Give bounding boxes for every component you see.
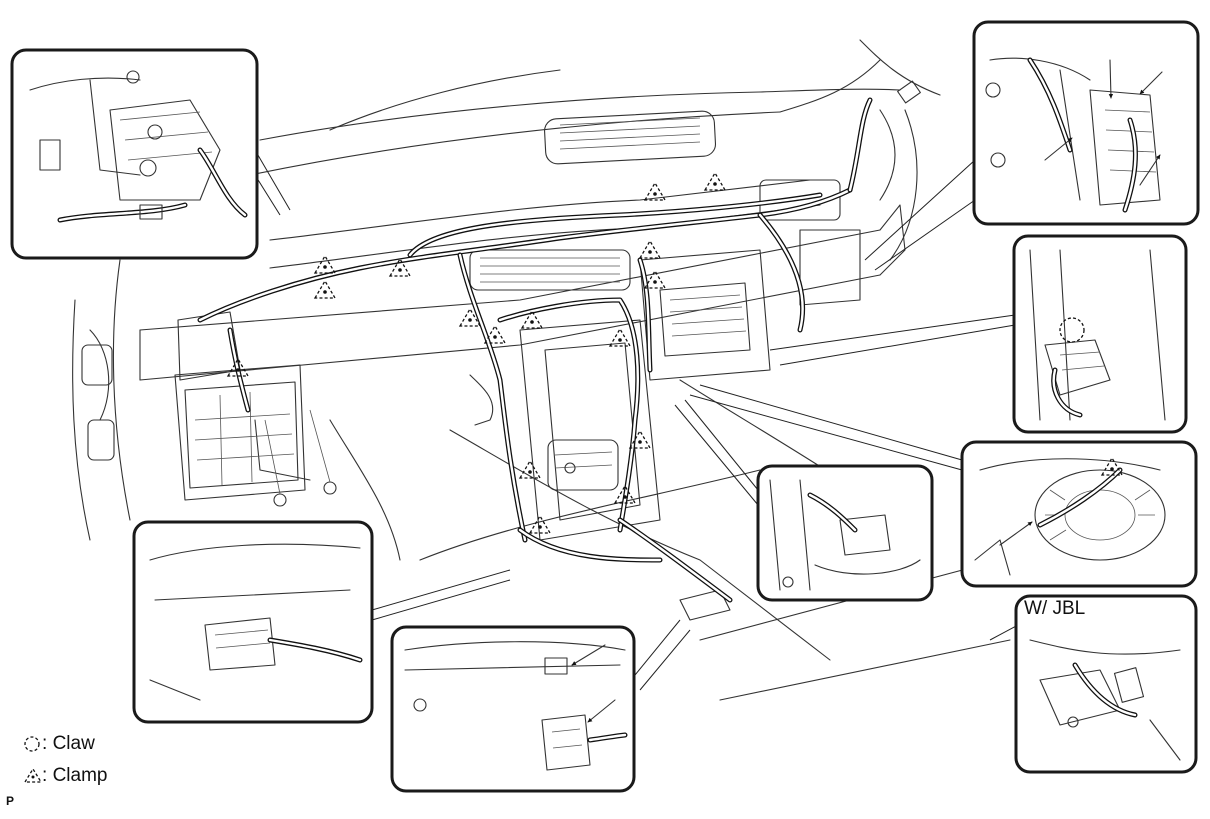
jbl-inset-title: W/ JBL (1024, 598, 1086, 619)
clamp-marker-15 (613, 484, 637, 504)
clamp-symbol-icon (23, 767, 43, 783)
clamp-marker-11 (608, 327, 632, 347)
clamp-marker-7 (643, 269, 667, 289)
clamp-marker-4 (643, 181, 667, 201)
inset-bottom-center (390, 625, 636, 793)
clamp-marker-3 (313, 279, 337, 299)
inset-top-right (972, 20, 1200, 226)
figure-code: P (6, 794, 15, 808)
inset-center-lower (756, 464, 934, 602)
clamp-marker-12 (628, 429, 652, 449)
claw-label-text: Claw (52, 733, 95, 754)
inset-right-lower (960, 440, 1198, 588)
clamp-marker-13 (518, 459, 542, 479)
clamp-marker-5 (703, 171, 727, 191)
inset-top-left (10, 48, 259, 260)
clamp-marker-14 (528, 514, 552, 534)
clamp-marker-16 (226, 357, 250, 377)
clamp-marker-6 (638, 239, 662, 259)
inset-bottom-left (132, 520, 374, 724)
inset-right-middle (1012, 234, 1188, 434)
leader-lines (254, 149, 1019, 691)
legend-clamp-label: : Clamp (42, 765, 108, 786)
clamp-marker-9 (483, 324, 507, 344)
wire-harness (197, 97, 873, 603)
clamp-marker-10 (520, 309, 544, 329)
clamp-marker-8 (458, 307, 482, 327)
legend-claw-label: : Claw (42, 733, 95, 754)
clamp-markers (226, 171, 727, 534)
clamp-label-text: Clamp (52, 765, 108, 786)
inset-jbl (1014, 594, 1198, 774)
clamp-marker-2 (388, 257, 412, 277)
claw-symbol-icon (24, 736, 40, 752)
clamp-marker-1 (313, 254, 337, 274)
